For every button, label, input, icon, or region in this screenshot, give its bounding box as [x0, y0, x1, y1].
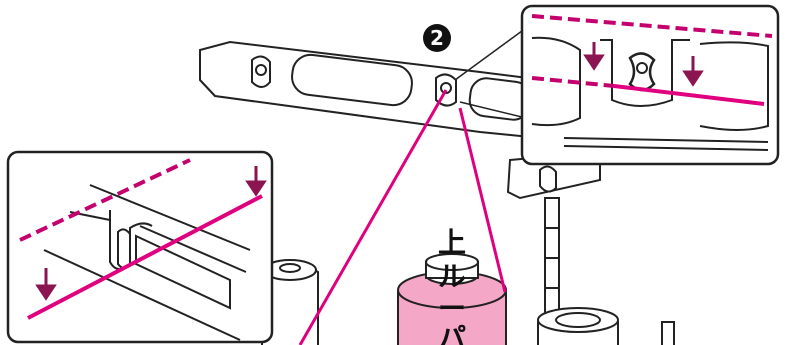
spool-pin: [545, 198, 559, 318]
label-char-3: ー: [438, 292, 466, 325]
step-marker: 2: [423, 24, 451, 52]
callout-zoom-top-right: [522, 6, 778, 164]
label-char-1: 上: [438, 226, 466, 259]
spool-far-right-pin: [662, 322, 674, 345]
label-char-2: ル: [438, 260, 466, 293]
step-marker-number: 2: [430, 26, 444, 50]
callout-zoom-left: [8, 152, 272, 342]
spool-right: [538, 308, 618, 345]
label-char-4: パ: [438, 322, 466, 345]
thread-guide-bar: [200, 42, 560, 140]
upper-looper-label: 上 ル ー パ: [438, 226, 466, 345]
